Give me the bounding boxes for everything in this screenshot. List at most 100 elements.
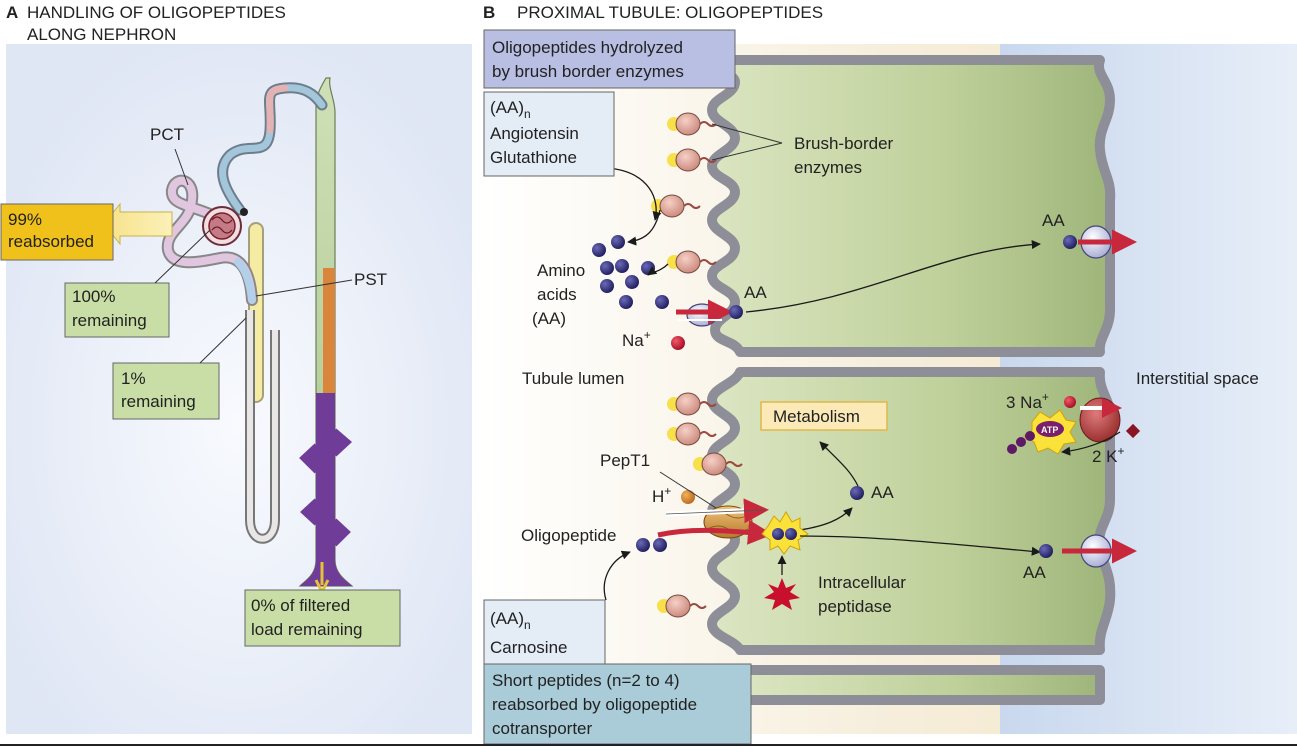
upper-epithelial-cell	[695, 55, 1116, 357]
aan-upper: (AA)n	[490, 98, 531, 121]
remaining-100-line2: remaining	[72, 311, 147, 330]
aa-label-basolateral-upper: AA	[1042, 211, 1065, 230]
remaining-100-leader	[154, 229, 211, 284]
substrates-box-upper	[483, 91, 615, 177]
transported-amino-acid	[729, 305, 743, 319]
filtered-load-box	[244, 589, 401, 647]
remaining-1-box	[112, 362, 220, 420]
atp-label: ATP	[1041, 425, 1058, 435]
panel-a-title-line1: HANDLING OF OLIGOPEPTIDES	[27, 3, 286, 22]
luminal-amino-acids	[592, 235, 669, 309]
intracellular-peptidase-line1: Intracellular	[818, 573, 906, 592]
oligopeptide-bead-2	[653, 538, 667, 552]
reabsorbed-line1: 99%	[8, 210, 42, 229]
remaining-100-line1: 100%	[72, 287, 115, 306]
na-k-atpase	[1007, 396, 1141, 456]
panel-a: A HANDLING OF OLIGOPEPTIDES ALONG NEPHRO…	[0, 3, 472, 734]
aa-label-cytosol: AA	[871, 483, 894, 502]
panel-b-letter: B	[483, 3, 495, 22]
hydrolysis-arrow-3	[647, 263, 669, 276]
oligopeptide-transport-arrow	[657, 519, 773, 545]
pept1-leader	[659, 471, 717, 509]
three-na-label: 3 Na+	[1006, 390, 1049, 412]
oligopeptide-bead-1	[636, 538, 650, 552]
proton-ion	[681, 490, 695, 504]
short-peptides-box	[483, 663, 752, 745]
nephron-illustration	[103, 77, 354, 596]
brush-border-line1: Brush-border	[794, 134, 894, 153]
carnosine-arrow	[603, 550, 631, 601]
short-peptides-line3: cotransporter	[492, 719, 592, 738]
na-aa-cotransporter	[686, 303, 718, 327]
metabolism-label: Metabolism	[773, 407, 860, 426]
macula-densa	[240, 208, 248, 216]
metabolism-box	[760, 401, 888, 431]
hydrolysis-arrow-1	[607, 167, 662, 221]
amino-acids-line2: acids	[537, 285, 577, 304]
brush-border-leader-2	[711, 142, 783, 161]
two-k-label: 2 K+	[1092, 444, 1125, 466]
basolateral-amino-acid-lower	[1039, 544, 1053, 558]
pept1-label: PepT1	[600, 451, 650, 470]
aa-label-basolateral-lower: AA	[1023, 563, 1046, 582]
carnosine-label: Carnosine	[490, 638, 568, 657]
glutathione-label: Glutathione	[490, 148, 577, 167]
panel-a-title-line2: ALONG NEPHRON	[27, 25, 176, 44]
oligopeptide-label: Oligopeptide	[521, 526, 616, 545]
aa-to-metabolism-arrow	[819, 441, 859, 487]
remaining-1-leader	[199, 317, 247, 364]
proximal-convoluted-tubule	[163, 176, 256, 304]
bottom-epithelial-cell	[731, 665, 1105, 705]
brush-border-enzymes	[651, 112, 743, 618]
reabsorbed-line2: reabsorbed	[8, 232, 94, 251]
hydrolyzed-line1: Oligopeptides hydrolyzed	[492, 38, 683, 57]
brush-border-leader-1	[711, 123, 783, 144]
brush-border-line2: enzymes	[794, 158, 862, 177]
hydrolyzed-line2: by brush border enzymes	[492, 62, 684, 81]
aa-label-apical: AA	[744, 283, 767, 302]
potassium-ion	[1125, 423, 1141, 439]
amino-acids-line3: (AA)	[532, 309, 566, 328]
intracellular-peptidase-line2: peptidase	[818, 597, 892, 616]
panel-b-title: PROXIMAL TUBULE: OLIGOPEPTIDES	[517, 3, 823, 22]
amino-acids-line1: Amino	[537, 261, 585, 280]
filtered-line2: load remaining	[251, 620, 363, 639]
glomerulus	[208, 212, 236, 240]
basolateral-amino-acid-upper	[1063, 235, 1077, 249]
panel-a-letter: A	[6, 3, 18, 22]
sodium-ion	[671, 336, 685, 350]
aan-lower: (AA)n	[490, 609, 531, 632]
interstitial-space-label: Interstitial space	[1136, 369, 1259, 388]
pump-sodium-ion	[1064, 396, 1076, 408]
tubule-lumen-label: Tubule lumen	[522, 369, 624, 388]
h-label: H+	[652, 484, 671, 506]
short-peptides-line1: Short peptides (n=2 to 4)	[492, 671, 680, 690]
remaining-100-box	[64, 282, 170, 338]
proximal-straight-tubule	[234, 258, 256, 304]
pct-leader	[174, 148, 189, 186]
intracellular-peptidase-star	[764, 578, 800, 610]
peptidase-burst	[761, 511, 809, 555]
remaining-1-line2: remaining	[121, 392, 196, 411]
hydrolysis-arrow-2	[627, 209, 661, 246]
filtered-line1: 0% of filtered	[251, 596, 350, 615]
short-peptides-line2: reabsorbed by oligopeptide	[492, 695, 697, 714]
pst-label: PST	[354, 270, 387, 289]
angiotensin-label: Angiotensin	[490, 124, 579, 143]
cytosolic-amino-acid	[850, 486, 864, 500]
loop-of-henle	[247, 310, 278, 542]
pst-leader	[255, 279, 353, 297]
na-label: Na+	[622, 328, 651, 350]
panel-b: B PROXIMAL TUBULE: OLIGOPEPTIDES	[483, 3, 1297, 745]
remaining-1-line1: 1%	[121, 369, 146, 388]
aa-to-basolateral-arrow-lower	[799, 535, 1041, 556]
reabsorbed-box	[0, 203, 114, 261]
collecting-duct-purple-segment	[300, 393, 352, 586]
hydrolyzed-box	[483, 29, 736, 89]
collecting-duct-orange-segment	[323, 268, 335, 393]
pct-label: PCT	[150, 125, 184, 144]
peptidase-to-aa-arrow	[799, 507, 853, 531]
collecting-duct-spikes	[299, 428, 353, 547]
